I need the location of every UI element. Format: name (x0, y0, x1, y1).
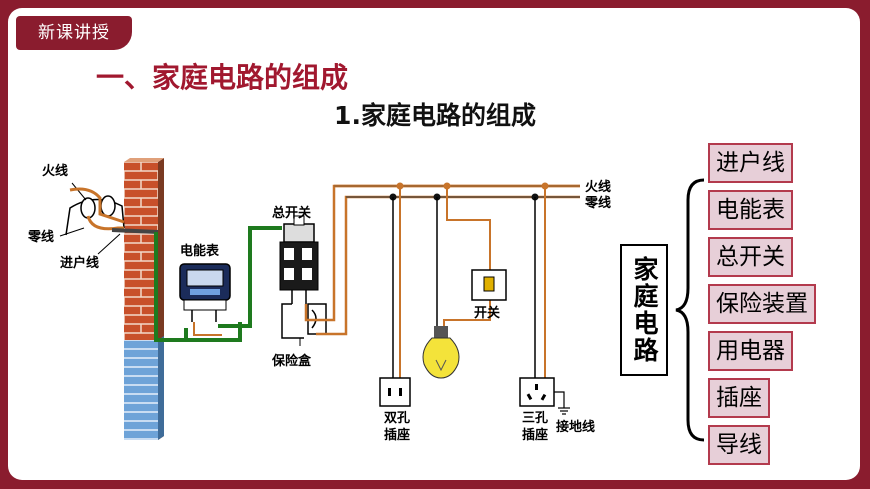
label-live-wire-right: 火线 (585, 180, 612, 195)
section-tag: 新课讲授 (16, 16, 132, 50)
label-three-hole-socket: 三孔 插座 (522, 411, 549, 443)
page-title: 一、家庭电路的组成 (96, 61, 349, 94)
lamp-base (434, 326, 448, 338)
light-bulb (422, 337, 460, 379)
label-neutral-wire: 零线 (28, 230, 55, 245)
main-switch-top (283, 223, 315, 243)
label-switch: 开关 (474, 306, 501, 321)
composition-item-service-wire: 进户线 (708, 143, 793, 183)
two-hole-socket (379, 377, 411, 407)
insulator-left (80, 197, 96, 219)
label-live-wire: 火线 (42, 164, 69, 179)
composition-title-box: 家庭电路 (620, 244, 668, 376)
composition-item-socket: 插座 (708, 378, 770, 418)
composition-item-main-switch: 总开关 (708, 237, 793, 277)
composition-item-conductor: 导线 (708, 425, 770, 465)
insulator-right (100, 195, 116, 217)
label-two-hole-socket: 双孔 插座 (384, 411, 411, 443)
wall-top (124, 158, 164, 162)
ground-wire (554, 391, 565, 408)
tile-wall (124, 340, 158, 440)
brick-wall (124, 162, 158, 340)
curly-brace (675, 178, 705, 442)
service-wire (154, 232, 188, 342)
composition-item-energy-meter: 电能表 (708, 190, 793, 230)
composition-item-appliance: 用电器 (708, 331, 793, 371)
label-service-wire: 进户线 (60, 256, 100, 271)
label-fuse-box: 保险盒 (272, 354, 312, 369)
diagram-title: 1.家庭电路的组成 (334, 101, 536, 130)
label-main-switch: 总开关 (272, 206, 312, 221)
label-ground-wire: 接地线 (556, 420, 596, 435)
three-hole-socket (519, 377, 555, 407)
label-energy-meter: 电能表 (180, 244, 220, 259)
label-neutral-wire-right: 零线 (585, 196, 612, 211)
composition-item-protection-device: 保险装置 (708, 284, 816, 324)
